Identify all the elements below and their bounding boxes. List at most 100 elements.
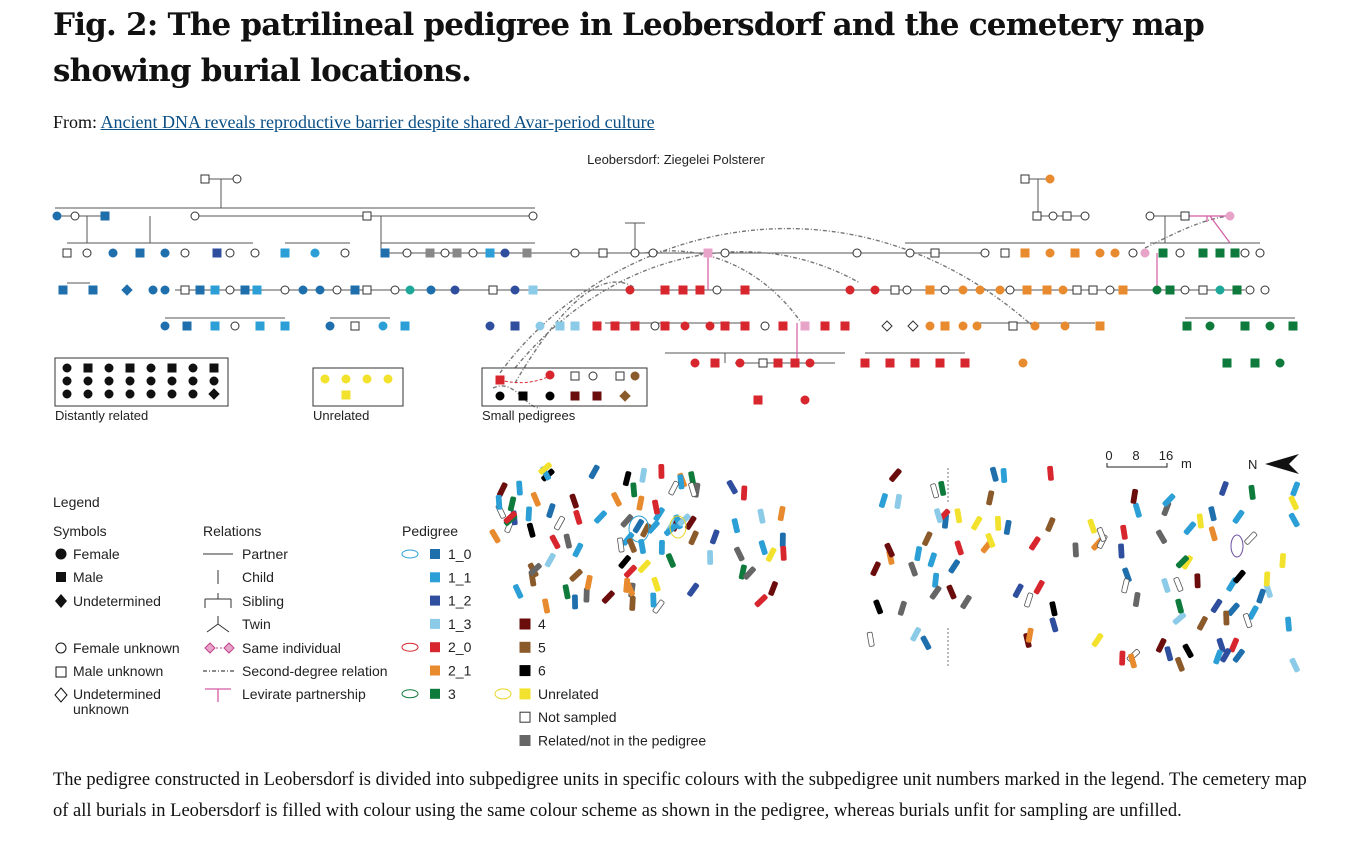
burial-grave (1173, 577, 1184, 592)
pedigree-male (753, 395, 763, 405)
pedigree-female (1058, 285, 1068, 295)
pedigree-male (362, 211, 372, 221)
pedigree-female (160, 248, 170, 258)
burial-grave (1000, 468, 1008, 483)
burial-grave (1096, 527, 1107, 542)
pedigree-female (440, 248, 450, 258)
pedigree-female (845, 285, 855, 295)
pedigree-male (610, 321, 620, 331)
burial-grave (1285, 616, 1292, 632)
pedigree-undetermined (619, 390, 631, 402)
burial-grave (758, 540, 768, 556)
pedigree-male (1032, 211, 1042, 221)
burial-grave (652, 499, 660, 515)
legend-female-unknown: Female unknown (73, 640, 180, 656)
legend-undetermined: Undetermined (73, 593, 161, 609)
burial-grave (1288, 495, 1299, 511)
burial-grave (684, 515, 697, 530)
pedigree-unit-label: 1_0 (448, 546, 472, 562)
pedigree-male (678, 285, 688, 295)
burial-grave (1120, 524, 1128, 540)
pedigree-female (995, 285, 1005, 295)
pedigree-male (570, 391, 580, 401)
pedigree-male (1240, 321, 1250, 331)
pedigree-male (1062, 211, 1072, 221)
pedigree-female (905, 248, 915, 258)
legend-second-degree: Second-degree relation (242, 663, 388, 679)
pedigree-female (225, 248, 235, 258)
pedigree-male (1070, 248, 1080, 258)
pedigree-female (1005, 285, 1015, 295)
burial-grave (1121, 578, 1130, 594)
pedigree-male (83, 363, 93, 373)
pedigree-female (528, 211, 538, 221)
burial-grave (738, 564, 747, 580)
category-label: Unrelated (538, 686, 599, 702)
legend-child: Child (242, 569, 274, 585)
pedigree-unit-label: 1_2 (448, 593, 472, 609)
pedigree-female (325, 321, 335, 331)
pedigree-undetermined (881, 320, 893, 332)
pedigree-male (528, 285, 538, 295)
pedigree-female (625, 285, 635, 295)
pedigree-male (1158, 248, 1168, 258)
pedigree-female (1080, 211, 1090, 221)
scale-tick-0: 0 (1105, 448, 1112, 463)
pedigree-unit-label: 1_1 (448, 569, 472, 585)
pedigree-male (935, 358, 945, 368)
scale-tick-8: 8 (1132, 448, 1139, 463)
burial-grave (922, 531, 933, 547)
levirate-lines (707, 215, 1231, 363)
burial-grave (920, 635, 932, 651)
map-unit-ellipse (1230, 534, 1244, 558)
burial-grave (1208, 526, 1218, 542)
pedigree-female (588, 371, 598, 381)
pedigree-female (225, 285, 235, 295)
pedigree-male (660, 285, 670, 295)
source-article-link[interactable]: Ancient DNA reveals reproductive barrier… (100, 112, 655, 132)
female-unknown-symbol (55, 642, 67, 654)
pedigree-female (1018, 358, 1028, 368)
pedigree-female (800, 395, 810, 405)
pedigree-swatch (430, 618, 440, 629)
pedigree-female (405, 285, 415, 295)
pedigree-male (1198, 248, 1208, 258)
pedigree-female (188, 363, 198, 373)
female-symbol (55, 548, 67, 560)
pedigree-female (378, 321, 388, 331)
pedigree-unit-label: 3 (448, 686, 456, 702)
scale-tick-16: 16 (1159, 448, 1173, 463)
burial-grave (1119, 650, 1126, 666)
category-swatch (519, 688, 531, 700)
burial-grave (873, 599, 884, 615)
pedigree-male (1222, 358, 1232, 368)
pedigree-female (1045, 174, 1055, 184)
pedigree-male (62, 248, 72, 258)
pedigree-female (1152, 285, 1162, 295)
figure-canvas: Leobersdorf: Ziegelei Polsterer (52, 152, 1301, 749)
figure-image[interactable]: Leobersdorf: Ziegelei Polsterer (45, 148, 1315, 760)
burial-grave (934, 508, 943, 524)
burial-grave (512, 584, 524, 599)
burial-grave (1029, 536, 1041, 551)
burial-grave (1223, 610, 1230, 626)
pedigree-male (350, 321, 360, 331)
burial-grave (617, 537, 625, 553)
pedigree-female (70, 211, 80, 221)
pedigree-female (62, 389, 72, 399)
pedigree-male (778, 321, 788, 331)
burial-grave (932, 572, 940, 588)
burial-grave (546, 503, 556, 519)
pedigree-female (630, 371, 640, 381)
burial-grave (954, 540, 964, 556)
legend-sibling: Sibling (242, 593, 284, 609)
category-label: 4 (538, 616, 546, 632)
burial-grave (1220, 648, 1232, 663)
unrelated-box (312, 367, 404, 407)
pedigree-female (570, 248, 580, 258)
burial-grave (588, 464, 600, 480)
pedigree-male (1165, 285, 1175, 295)
legend-female: Female (73, 546, 120, 562)
pedigree-male (592, 321, 602, 331)
pedigree-female (190, 211, 200, 221)
